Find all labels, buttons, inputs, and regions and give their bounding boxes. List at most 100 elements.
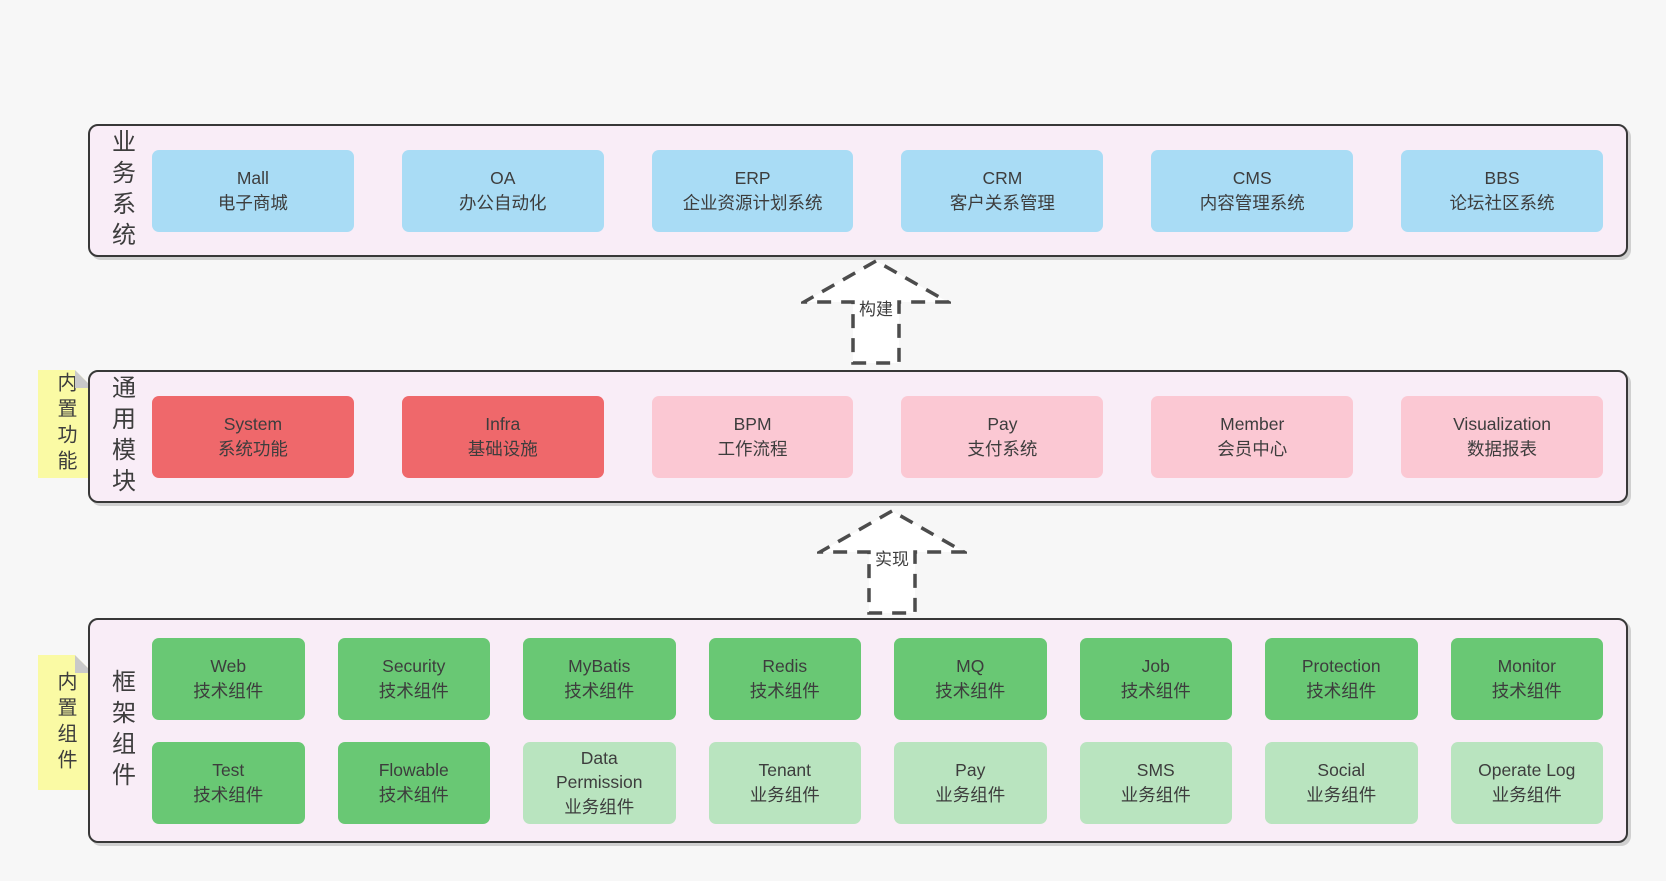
node-subtitle: 业务组件 bbox=[1120, 784, 1191, 805]
node-subtitle: 技术组件 bbox=[193, 784, 264, 805]
node-subtitle: 技术组件 bbox=[749, 680, 820, 701]
node-subtitle: 技术组件 bbox=[378, 680, 449, 701]
diagram-node-sms: SMS 业务组件 bbox=[1079, 741, 1232, 824]
diagram-node-redis: Redis 技术组件 bbox=[708, 637, 861, 720]
node-title: Pay bbox=[987, 414, 1018, 435]
node-title: Data Permission bbox=[555, 748, 643, 793]
node-title: CRM bbox=[982, 168, 1023, 189]
node-subtitle: 业务组件 bbox=[1306, 784, 1377, 805]
node-title: System bbox=[223, 414, 283, 435]
layer-label-text: 框架组件 bbox=[107, 668, 135, 793]
node-subtitle: 技术组件 bbox=[193, 680, 264, 701]
diagram-node-operate-log: Operate Log 业务组件 bbox=[1450, 741, 1603, 824]
diagram-node-protection: Protection 技术组件 bbox=[1265, 637, 1418, 720]
node-title: Security bbox=[382, 656, 446, 677]
node-title: Protection bbox=[1301, 656, 1381, 677]
layer-label-text: 通用模块 bbox=[107, 374, 135, 499]
node-subtitle: 技术组件 bbox=[1491, 680, 1562, 701]
sticky-note-label: 内置功能 bbox=[54, 372, 76, 476]
layer-label: 业务系统 bbox=[90, 126, 152, 255]
node-subtitle: 技术组件 bbox=[1306, 680, 1377, 701]
node-title: BPM bbox=[733, 414, 772, 435]
diagram-node-web: Web 技术组件 bbox=[152, 637, 305, 720]
node-title: Visualization bbox=[1453, 414, 1552, 435]
node-subtitle: 技术组件 bbox=[1120, 680, 1191, 701]
diagram-node-crm: CRM 客户关系管理 bbox=[901, 149, 1104, 232]
node-title: Operate Log bbox=[1478, 760, 1576, 781]
node-subtitle: 技术组件 bbox=[378, 784, 449, 805]
node-title: OA bbox=[490, 168, 516, 189]
diagram-node-member: Member 会员中心 bbox=[1151, 395, 1354, 478]
node-title: Tenant bbox=[758, 760, 812, 781]
node-title: SMS bbox=[1136, 760, 1175, 781]
node-title: BBS bbox=[1484, 168, 1520, 189]
node-title: Test bbox=[212, 760, 245, 781]
sticky-note-builtin-components: 内置组件 bbox=[38, 655, 93, 790]
node-subtitle: 业务组件 bbox=[564, 796, 635, 817]
node-subtitle: 电子商城 bbox=[217, 192, 288, 213]
diagram-node-visualization: Visualization 数据报表 bbox=[1401, 395, 1603, 478]
node-subtitle: 数据报表 bbox=[1467, 438, 1538, 459]
node-subtitle: 基础设施 bbox=[467, 438, 538, 459]
diagram-node-job: Job 技术组件 bbox=[1079, 637, 1232, 720]
diagram-node-mall: Mall 电子商城 bbox=[152, 149, 354, 232]
node-subtitle: 系统功能 bbox=[217, 438, 288, 459]
node-title: Member bbox=[1220, 414, 1285, 435]
implement-arrow-label: 实现 bbox=[872, 544, 912, 571]
node-subtitle: 业务组件 bbox=[935, 784, 1006, 805]
diagram-node-pay: Pay 支付系统 bbox=[901, 395, 1104, 478]
node-subtitle: 内容管理系统 bbox=[1199, 192, 1305, 213]
node-title: CMS bbox=[1232, 168, 1272, 189]
build-arrow-label: 构建 bbox=[856, 294, 896, 321]
node-subtitle: 业务组件 bbox=[749, 784, 820, 805]
node-subtitle: 业务组件 bbox=[1491, 784, 1562, 805]
node-title: MQ bbox=[956, 656, 985, 677]
layer-label: 框架组件 bbox=[90, 620, 152, 841]
implement-arrow: 实现 bbox=[817, 508, 967, 616]
node-title: Mall bbox=[236, 168, 269, 189]
diagram-node-cms: CMS 内容管理系统 bbox=[1151, 149, 1354, 232]
node-subtitle: 企业资源计划系统 bbox=[682, 192, 823, 213]
node-title: Web bbox=[210, 656, 247, 677]
node-subtitle: 论坛社区系统 bbox=[1449, 192, 1555, 213]
node-subtitle: 办公自动化 bbox=[458, 192, 547, 213]
node-title: MyBatis bbox=[568, 656, 631, 677]
diagram-node-social: Social 业务组件 bbox=[1265, 741, 1418, 824]
diagram-node-test: Test 技术组件 bbox=[152, 741, 305, 824]
node-subtitle: 支付系统 bbox=[967, 438, 1038, 459]
node-subtitle: 技术组件 bbox=[935, 680, 1006, 701]
diagram-node-mq: MQ 技术组件 bbox=[894, 637, 1047, 720]
node-title: Social bbox=[1317, 760, 1366, 781]
node-subtitle: 客户关系管理 bbox=[949, 192, 1055, 213]
diagram-node-system: System 系统功能 bbox=[152, 395, 354, 478]
diagram-node-pay: Pay 业务组件 bbox=[894, 741, 1047, 824]
node-title: Job bbox=[1141, 656, 1170, 677]
layer-label-text: 业务系统 bbox=[107, 128, 135, 253]
diagram-node-tenant: Tenant 业务组件 bbox=[708, 741, 861, 824]
node-title: Redis bbox=[762, 656, 808, 677]
node-subtitle: 会员中心 bbox=[1217, 438, 1288, 459]
node-title: Flowable bbox=[378, 760, 449, 781]
diagram-node-monitor: Monitor 技术组件 bbox=[1450, 637, 1603, 720]
diagram-node-data-permission: Data Permission 业务组件 bbox=[523, 741, 676, 824]
node-title: Pay bbox=[955, 760, 986, 781]
node-title: Monitor bbox=[1497, 656, 1556, 677]
diagram-node-oa: OA 办公自动化 bbox=[401, 149, 604, 232]
build-arrow: 构建 bbox=[801, 258, 951, 366]
diagram-node-flowable: Flowable 技术组件 bbox=[337, 741, 490, 824]
sticky-note-label: 内置组件 bbox=[54, 670, 76, 775]
node-subtitle: 技术组件 bbox=[564, 680, 635, 701]
